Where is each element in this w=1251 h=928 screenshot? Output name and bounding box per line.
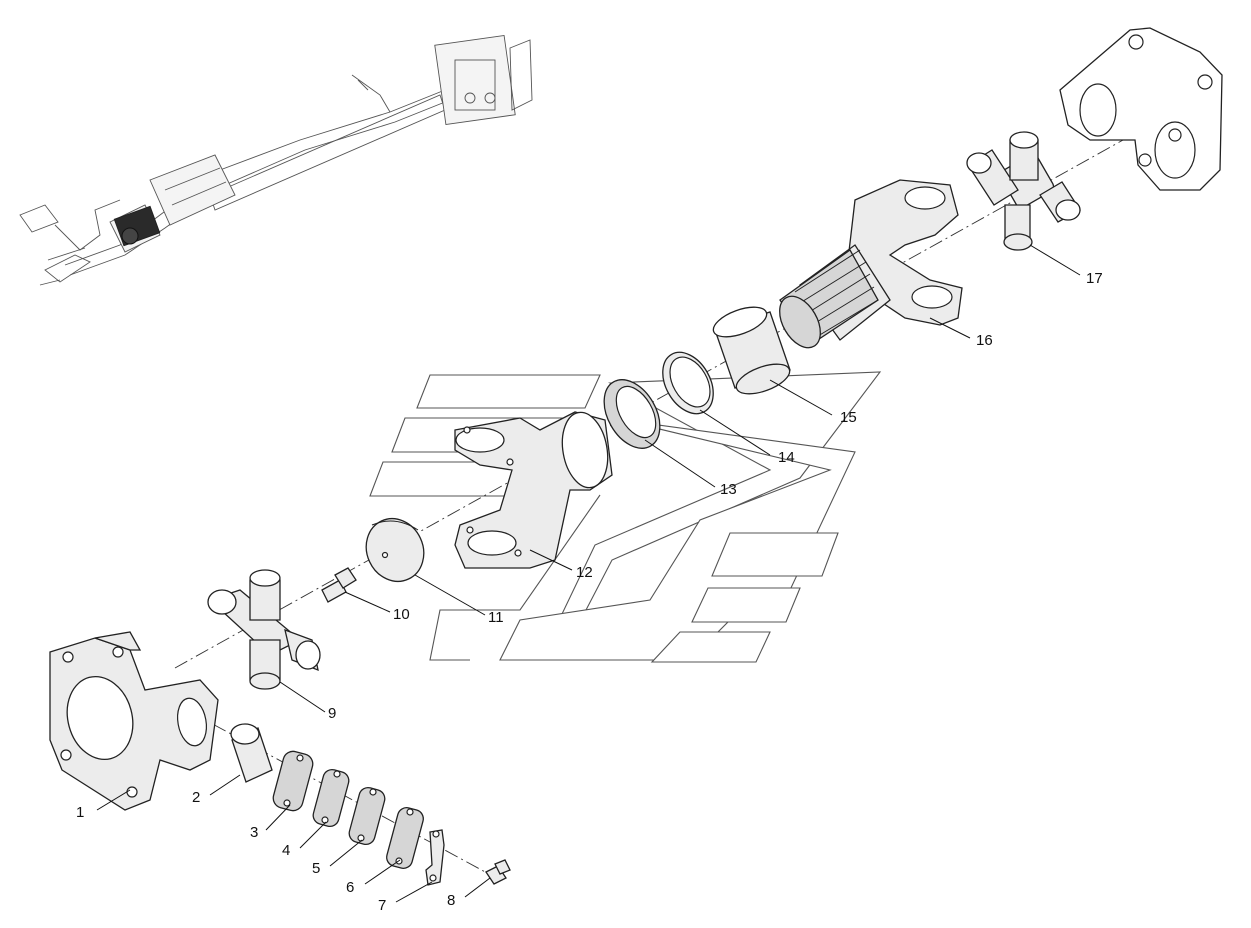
callout-14: 14 bbox=[778, 449, 795, 466]
callout-16: 16 bbox=[976, 332, 993, 349]
callout-5: 5 bbox=[312, 860, 320, 877]
callout-labels: 1 2 3 4 5 6 7 8 9 10 11 12 13 14 15 16 1… bbox=[76, 270, 1103, 914]
part-7-lock-plate bbox=[425, 829, 445, 886]
callout-4: 4 bbox=[282, 842, 290, 859]
part-12-flange-yoke bbox=[454, 411, 613, 569]
callout-6: 6 bbox=[346, 879, 354, 896]
callout-17: 17 bbox=[1086, 270, 1103, 287]
callout-11: 11 bbox=[488, 609, 504, 626]
callout-12: 12 bbox=[576, 564, 593, 581]
part-6-plate bbox=[386, 807, 424, 869]
leader-lines bbox=[96, 244, 1081, 903]
callout-10: 10 bbox=[393, 606, 410, 623]
callout-7: 7 bbox=[378, 897, 386, 914]
part-15-bushing bbox=[712, 306, 791, 395]
callout-3: 3 bbox=[250, 824, 258, 841]
part-5-plate bbox=[348, 786, 386, 846]
part-11-cover bbox=[365, 518, 425, 582]
callout-15: 15 bbox=[840, 409, 857, 426]
part-4-plate bbox=[312, 768, 350, 828]
part-8-bolt bbox=[485, 859, 511, 885]
part-1-housing bbox=[49, 631, 219, 811]
callout-13: 13 bbox=[720, 481, 737, 498]
part-16-slip-yoke bbox=[779, 179, 963, 349]
part-3-plate bbox=[272, 750, 314, 812]
callout-8: 8 bbox=[447, 892, 455, 909]
part-17-bracket bbox=[1059, 27, 1223, 191]
part-13-seal bbox=[603, 379, 661, 449]
part-17-universal-cross bbox=[966, 131, 1081, 251]
part-10-fitting bbox=[321, 567, 357, 603]
part-9-universal-cross bbox=[207, 569, 321, 690]
part-2-bearing-cap bbox=[230, 723, 273, 783]
part-14-ring bbox=[662, 351, 714, 415]
callout-9: 9 bbox=[328, 705, 336, 722]
callout-2: 2 bbox=[192, 789, 200, 806]
background-decoration bbox=[369, 371, 882, 663]
vehicle-drivetrain-overview bbox=[19, 35, 533, 286]
callout-1: 1 bbox=[76, 804, 84, 821]
